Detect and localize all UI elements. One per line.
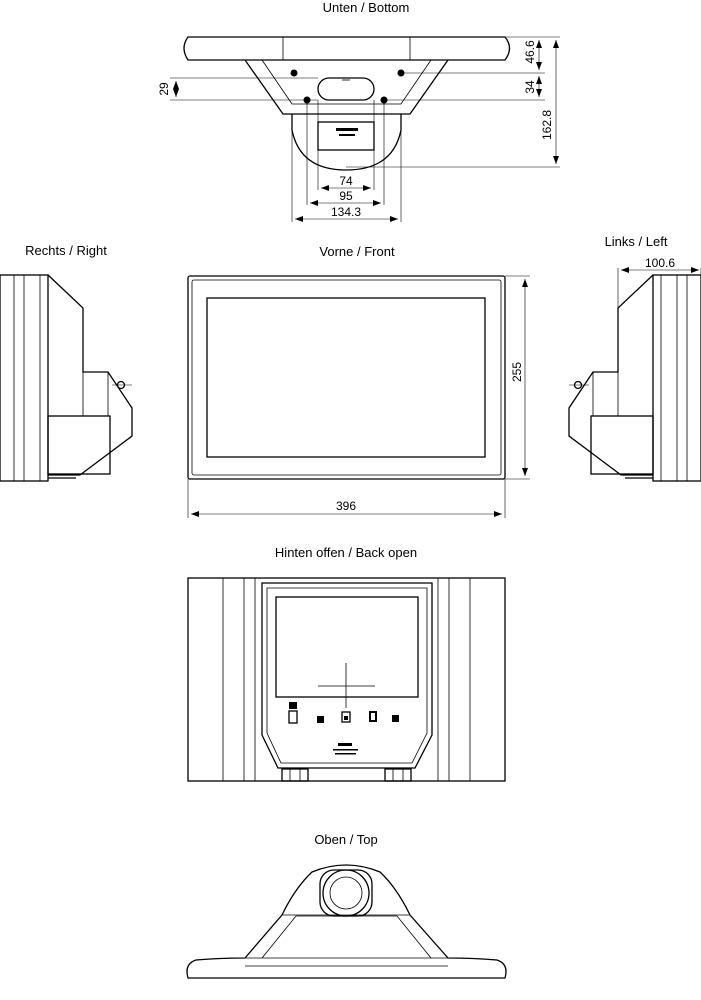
front-view-title: Vorne / Front bbox=[319, 244, 395, 259]
right-view-title: Rechts / Right bbox=[25, 243, 107, 258]
bottom-view: Unten / Bottom bbox=[157, 0, 560, 222]
right-view: Rechts / Right bbox=[0, 243, 133, 482]
left-view-title: Links / Left bbox=[605, 234, 668, 249]
dim-396: 396 bbox=[336, 499, 356, 513]
top-view: Oben / Top bbox=[186, 832, 507, 979]
bottom-view-title: Unten / Bottom bbox=[323, 0, 410, 15]
dim-34: 34 bbox=[523, 80, 537, 94]
dim-29: 29 bbox=[157, 82, 171, 96]
top-view-title: Oben / Top bbox=[314, 832, 377, 847]
dim-100-6: 100.6 bbox=[645, 256, 675, 270]
dim-134-3: 134.3 bbox=[331, 205, 361, 219]
dim-74: 74 bbox=[339, 174, 353, 188]
back-view-title: Hinten offen / Back open bbox=[275, 545, 417, 560]
left-view: Links / Left 100.6 bbox=[568, 234, 701, 482]
dim-255: 255 bbox=[510, 362, 524, 382]
dim-46-6: 46.6 bbox=[523, 40, 537, 64]
back-view: Hinten offen / Back open bbox=[187, 545, 506, 782]
dim-95: 95 bbox=[339, 189, 353, 203]
front-view: Vorne / Front 255 396 bbox=[187, 244, 530, 518]
dim-162-8: 162.8 bbox=[540, 110, 554, 140]
